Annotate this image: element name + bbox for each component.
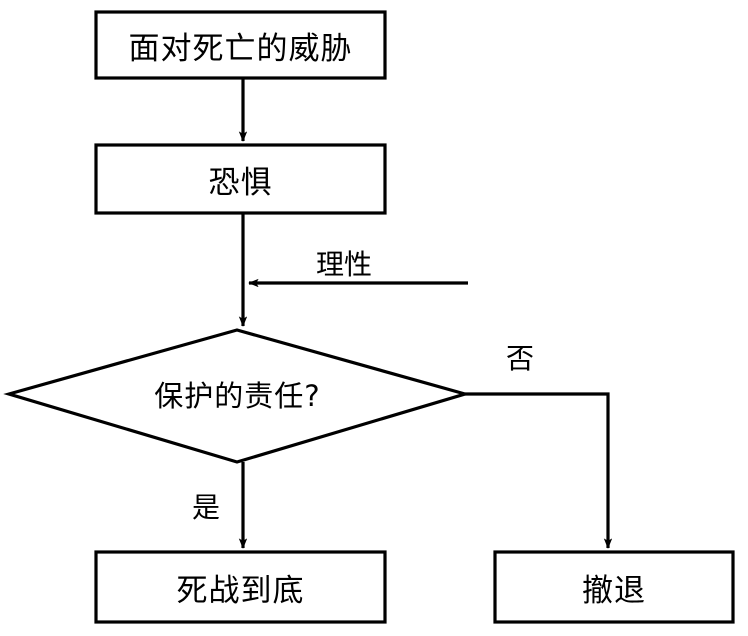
node-fear-shape [94, 143, 387, 215]
node-fight-shape [94, 550, 387, 624]
node-retreat-shape [493, 550, 735, 624]
node-threat-shape [94, 10, 387, 80]
edge-decision-no-to-retreat [465, 392, 613, 549]
node-decision-shape [3, 328, 471, 464]
